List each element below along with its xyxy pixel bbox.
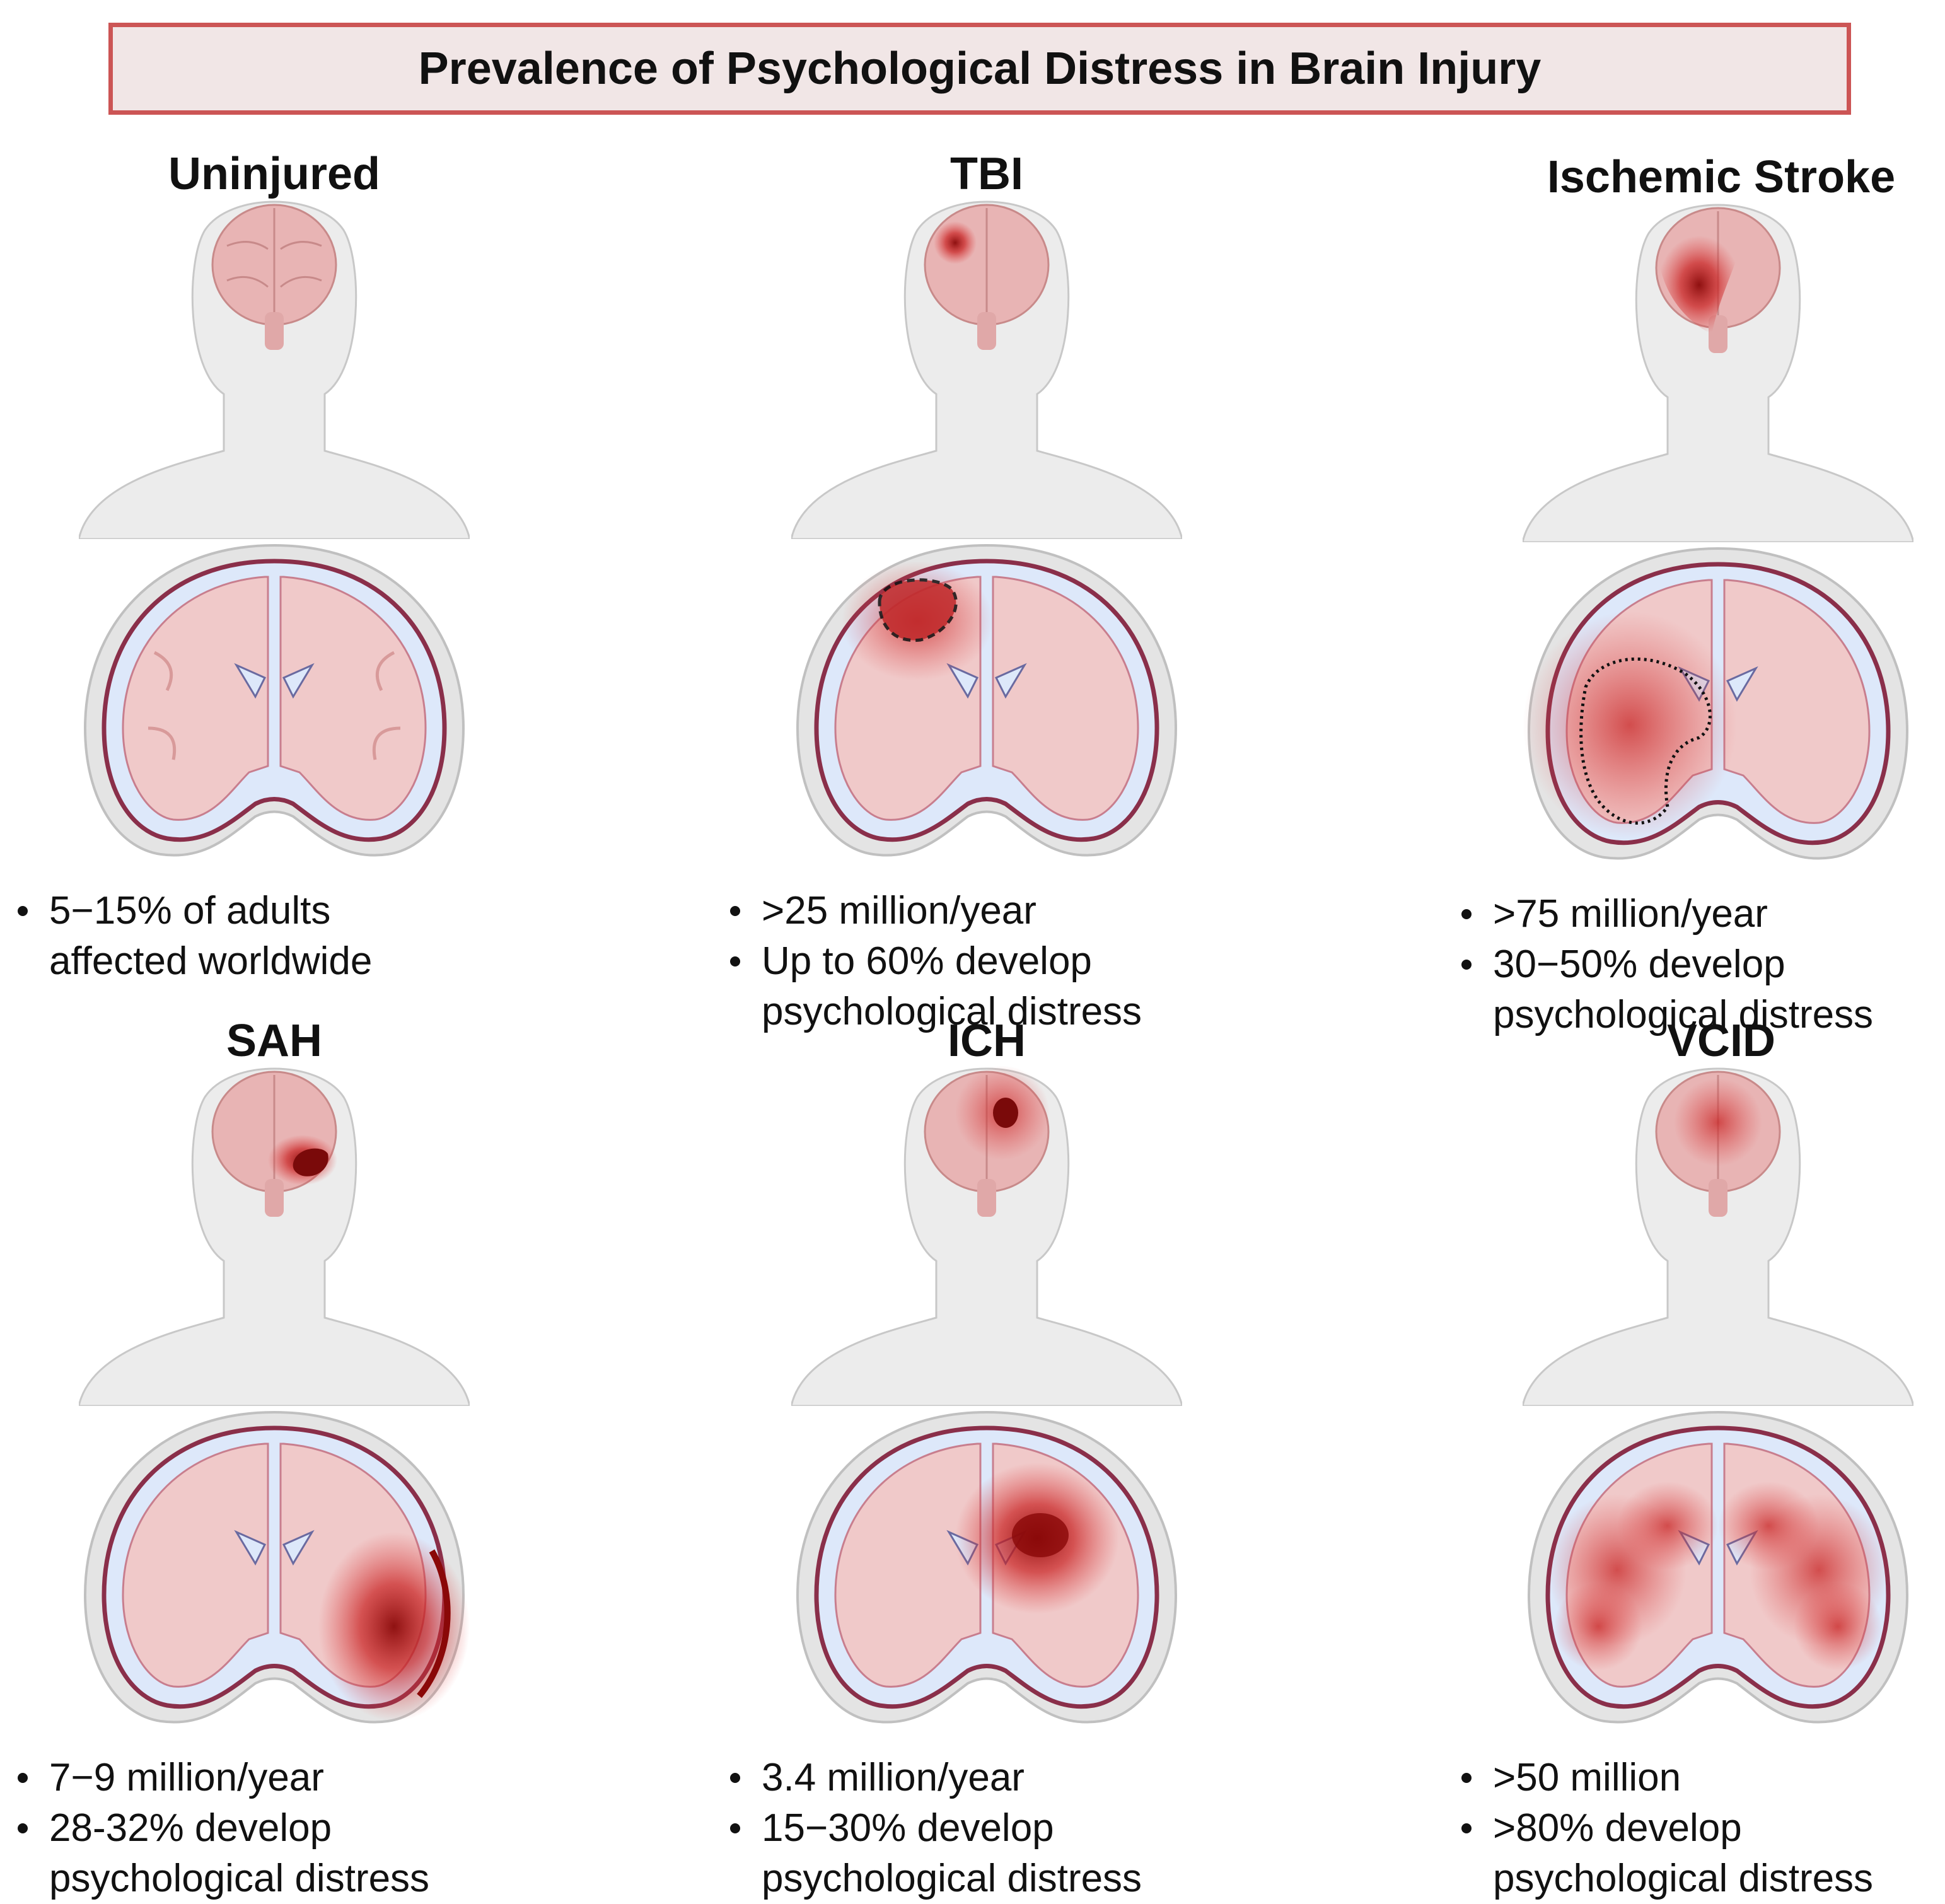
coronal-brain <box>83 1410 470 1724</box>
coronal-brain <box>1527 1410 1909 1724</box>
stat-item: 28-32% develop psychological distress <box>0 1803 528 1904</box>
stats-list: >50 million >80% develop psychological d… <box>1444 1753 1945 1904</box>
stats-list: >25 million/year Up to 60% develop psych… <box>712 886 1241 1037</box>
panel-ischemic-stroke: Ischemic Stroke >75 million/year 30−50% … <box>1444 151 1945 1036</box>
panel-tbi: TBI >25 million/year Up to 60% develop p… <box>712 148 1343 1033</box>
panel-label: ICH <box>948 1016 1026 1066</box>
coronal-brain <box>796 1410 1178 1724</box>
stat-item: 30−50% develop psychological distress <box>1444 939 1945 1040</box>
stats-list: >75 million/year 30−50% develop psycholo… <box>1444 889 1945 1040</box>
stat-item: 3.4 million/year <box>712 1753 1241 1803</box>
stats-list: 7−9 million/year 28-32% develop psycholo… <box>0 1753 528 1904</box>
stat-item: 5−15% of adults affected worldwide <box>0 886 478 987</box>
stat-item: >75 million/year <box>1444 889 1945 939</box>
figure-title: Prevalence of Psychological Distress in … <box>108 23 1851 115</box>
panel-vcid: VCID >50 million >80% develop psychologi… <box>1444 1015 1945 1900</box>
stat-item: >80% develop psychological distress <box>1444 1803 1945 1904</box>
stat-item: 15−30% develop psychological distress <box>712 1803 1241 1904</box>
coronal-brain <box>796 543 1178 857</box>
panel-ich: ICH 3.4 million/year 15−30% develop psyc… <box>712 1015 1343 1900</box>
head-illustration <box>79 200 470 539</box>
head-illustration <box>791 200 1182 539</box>
panel-label: SAH <box>226 1016 322 1066</box>
panel-label: Uninjured <box>168 149 380 199</box>
head-illustration <box>791 1065 1182 1406</box>
panel-label: TBI <box>950 149 1023 199</box>
stats-list: 3.4 million/year 15−30% develop psycholo… <box>712 1753 1241 1904</box>
coronal-brain <box>1523 547 1909 860</box>
coronal-brain <box>83 543 465 857</box>
panel-uninjured: Uninjured 5−15% of adults affected world… <box>0 148 630 1031</box>
stats-list: 5−15% of adults affected worldwide <box>0 886 478 987</box>
head-illustration <box>1523 204 1913 542</box>
stat-item: >50 million <box>1444 1753 1945 1803</box>
panel-label: VCID <box>1666 1016 1776 1066</box>
stat-item: 7−9 million/year <box>0 1753 528 1803</box>
stat-item: Up to 60% develop psychological distress <box>712 936 1241 1037</box>
head-illustration <box>79 1067 470 1406</box>
panel-sah: SAH 7−9 million/year 28-32% develop psyc… <box>0 1015 630 1900</box>
panel-label: Ischemic Stroke <box>1547 152 1896 202</box>
head-illustration <box>1523 1067 1913 1406</box>
stat-item: >25 million/year <box>712 886 1241 936</box>
